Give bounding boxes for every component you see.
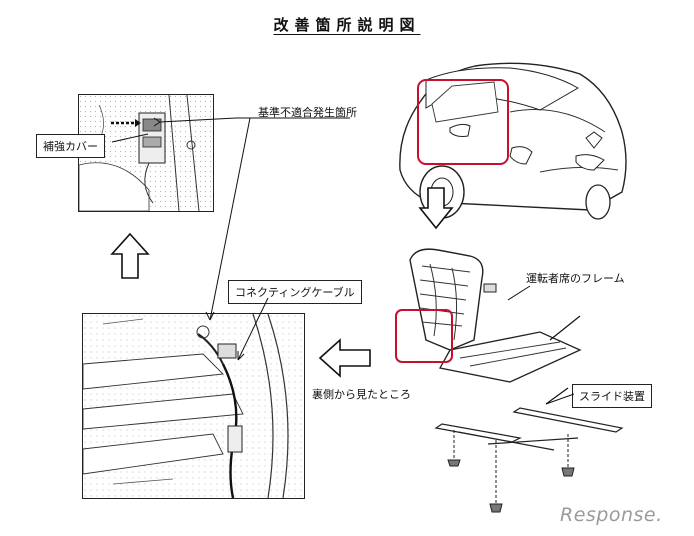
slide-rail-drawing bbox=[434, 387, 624, 513]
driver-seat-frame-label: 運転者席のフレーム bbox=[526, 272, 625, 285]
car-door-highlight bbox=[417, 79, 509, 165]
connecting-cable-label: コネクティングケーブル bbox=[228, 280, 362, 304]
title-text: 改善箇所説明図 bbox=[273, 16, 421, 34]
slide-device-label: スライド装置 bbox=[572, 384, 652, 408]
back-view-drawing bbox=[83, 314, 304, 498]
left-arrow-icon bbox=[318, 338, 371, 378]
view-from-back-label: 裏側から見たところ bbox=[312, 388, 411, 401]
page-title: 改善箇所説明図 bbox=[0, 14, 694, 35]
back-view-detail-frame bbox=[82, 313, 305, 499]
noncompliance-location-label: 基準不適合発生箇所 bbox=[258, 106, 357, 119]
seat-frame-drawing bbox=[395, 248, 582, 383]
down-arrow-icon bbox=[418, 187, 454, 230]
reinforcement-cover-label: 補強カバー bbox=[36, 134, 105, 158]
response-watermark-logo: Response. bbox=[560, 504, 663, 526]
seat-frame-highlight bbox=[395, 309, 453, 363]
up-arrow-icon bbox=[110, 232, 150, 279]
